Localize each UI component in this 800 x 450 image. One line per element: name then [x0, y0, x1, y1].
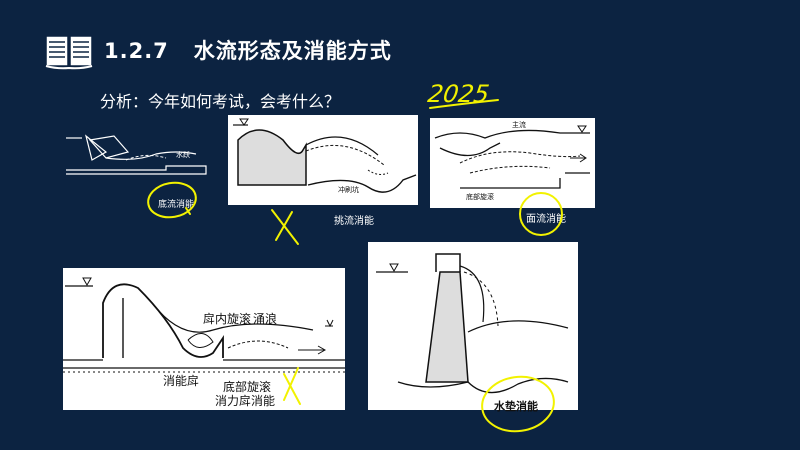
- figure-surface-flow-drawing: [434, 125, 590, 189]
- figure-underflow: [66, 128, 216, 178]
- figure-bucket-pool-label: 消能戽: [163, 374, 200, 388]
- figure-bucket: 戽内旋滚 涌浪 消能戽 底部旋滚 消力戽消能: [63, 268, 345, 410]
- subtitle: 分析：今年如何考试，会考什么？: [100, 92, 341, 111]
- figure-underflow-label: 底流消能: [158, 200, 195, 210]
- figure-surface-flow-top-label: 主流: [512, 121, 526, 129]
- book-icon: [45, 35, 93, 70]
- figure-ski-jump: 冲刷坑: [228, 115, 418, 205]
- figure-ski-jump-small-label: 冲刷坑: [338, 186, 359, 194]
- figure-plunge-pool-label: 水垫消能: [494, 400, 538, 413]
- figure-plunge-pool-drawing: [376, 253, 569, 394]
- section-title: 水流形态及消能方式: [193, 39, 392, 63]
- section-number: 1.2.7: [104, 39, 169, 63]
- figure-ski-jump-label: 挑流消能: [334, 216, 374, 227]
- figure-surface-flow-bottom-label: 底部旋滚: [466, 193, 494, 201]
- figure-plunge-pool: [368, 242, 578, 410]
- figure-underflow-small-label: 水跃: [176, 151, 190, 159]
- page-title: 1.2.7 水流形态及消能方式: [104, 35, 392, 65]
- figure-underflow-drawing: [66, 134, 207, 175]
- figure-bucket-wave-label: 涌浪: [253, 312, 278, 326]
- handwritten-year: 2025: [426, 80, 492, 108]
- figure-surface-flow-label: 面流消能: [526, 214, 566, 225]
- title-row: 1.2.7 水流形态及消能方式: [44, 30, 392, 70]
- figure-bucket-label: 消力戽消能: [215, 394, 276, 408]
- figure-surface-flow: 主流 底部旋滚: [430, 118, 595, 208]
- figure-ski-jump-drawing: [233, 118, 417, 193]
- figure-bucket-drawing: [63, 277, 345, 373]
- cross-mark: [271, 209, 299, 245]
- figure-bucket-bottom-label: 底部旋滚: [223, 380, 272, 394]
- figure-bucket-vortex-label: 戽内旋滚: [203, 312, 252, 326]
